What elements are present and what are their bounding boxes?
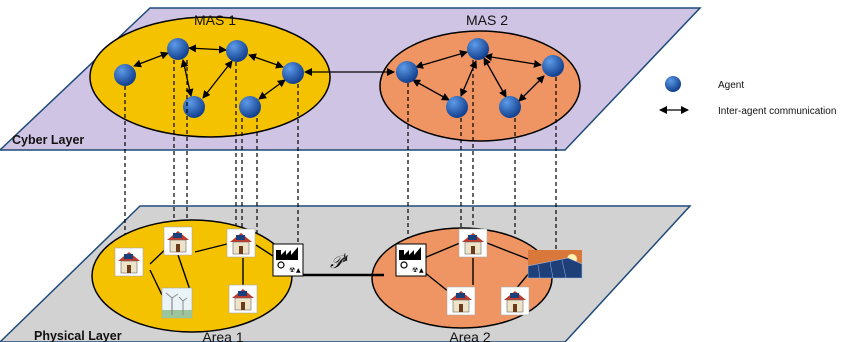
wind-turbine-icon bbox=[161, 287, 193, 319]
comm-link bbox=[460, 60, 477, 97]
legend-agent-label: Agent bbox=[718, 80, 744, 91]
agent-node bbox=[396, 61, 418, 83]
comm-link bbox=[188, 44, 227, 54]
comm-link bbox=[248, 53, 284, 69]
legend-agent-icon bbox=[665, 76, 681, 92]
house-solar-icon bbox=[446, 286, 476, 316]
mas1-agents bbox=[114, 38, 304, 118]
agent-node bbox=[239, 96, 261, 118]
comm-link bbox=[412, 79, 450, 101]
comm-link bbox=[258, 79, 286, 100]
agent-node bbox=[183, 96, 205, 118]
mas2-agents bbox=[396, 38, 564, 118]
physical-layer-label: Physical Layer bbox=[34, 329, 122, 342]
comm-link bbox=[483, 57, 507, 98]
agent-node bbox=[167, 38, 189, 60]
comm-link bbox=[133, 51, 169, 68]
svg-text:☢: ☢ bbox=[412, 266, 418, 274]
house-solar-icon bbox=[500, 286, 530, 316]
comm-link bbox=[415, 50, 468, 69]
area2-power-lines bbox=[423, 242, 531, 293]
legend: Agent Inter-agent communication bbox=[659, 76, 836, 117]
house-solar-icon bbox=[226, 228, 256, 258]
power-plant-icon: ☢ ▲ bbox=[272, 243, 304, 277]
agent-node bbox=[499, 96, 521, 118]
house-solar-icon bbox=[163, 226, 193, 256]
area2-label: Area 2 bbox=[449, 329, 490, 342]
comm-link bbox=[202, 60, 233, 99]
svg-text:☢: ☢ bbox=[289, 266, 295, 274]
house-solar-icon bbox=[458, 228, 488, 258]
area1-power-lines bbox=[149, 242, 277, 296]
solar-farm-icon bbox=[527, 250, 583, 279]
mas2-communication-links bbox=[412, 50, 545, 102]
area1-label: Area 1 bbox=[202, 329, 243, 342]
comm-link bbox=[518, 75, 545, 102]
agent-node bbox=[446, 96, 468, 118]
agent-node bbox=[542, 55, 564, 77]
power-plant-icon: ☢ ▲ bbox=[395, 243, 427, 277]
mas2-label: MAS 2 bbox=[466, 12, 508, 28]
agent-node bbox=[114, 64, 136, 86]
legend-communication-label: Inter-agent communication bbox=[718, 106, 836, 117]
cyber-layer-label: Cyber Layer bbox=[12, 133, 84, 147]
agent-node bbox=[467, 38, 489, 60]
svg-text:▲: ▲ bbox=[296, 267, 301, 274]
agent-node bbox=[226, 40, 248, 62]
mas1-label: MAS 1 bbox=[194, 12, 236, 28]
svg-text:▲: ▲ bbox=[419, 267, 424, 274]
house-solar-icon bbox=[228, 284, 258, 314]
agent-node bbox=[282, 62, 304, 84]
house-solar-icon bbox=[114, 247, 144, 277]
